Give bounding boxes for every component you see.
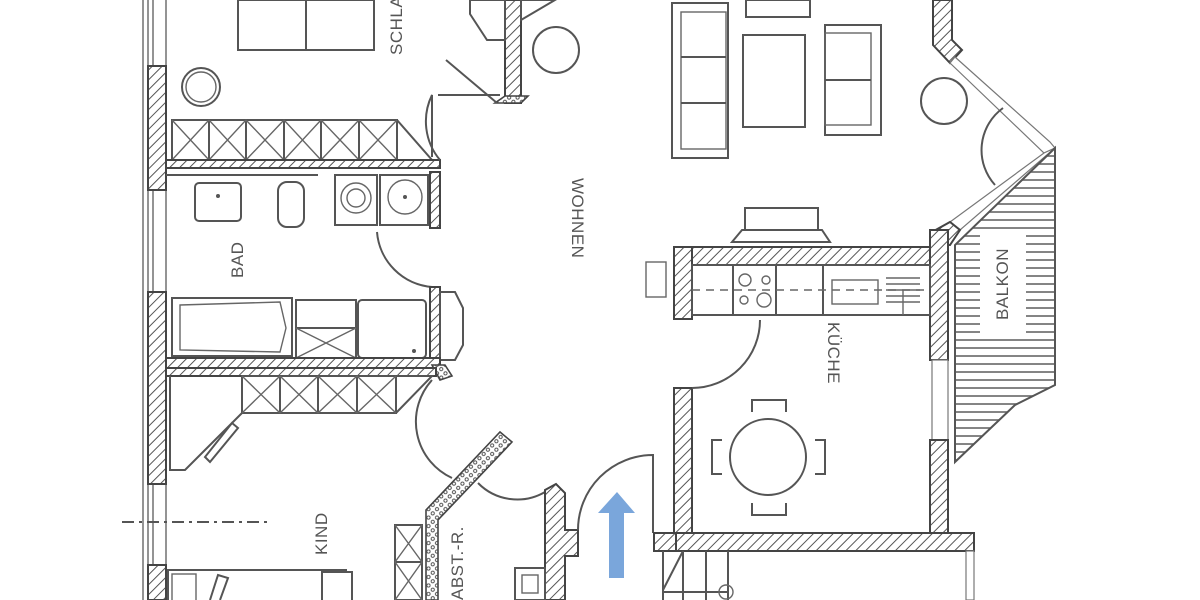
- wardrobe: [241, 375, 435, 414]
- plant-pot: [532, 26, 580, 74]
- toilet: [277, 181, 305, 228]
- chimney: [514, 567, 546, 600]
- door-abstellraum: [477, 482, 546, 501]
- shower: [357, 299, 427, 359]
- label-wohnen: WOHNEN: [568, 178, 587, 258]
- staircase: [662, 550, 975, 600]
- room-kind: KIND: [122, 367, 453, 600]
- left-exterior-wall: [142, 0, 167, 600]
- plant-pot: [920, 77, 968, 125]
- dining-table: [729, 418, 807, 496]
- radiator: [469, 0, 506, 41]
- door-balcony: [980, 107, 1004, 186]
- bay-window-wall: [931, 0, 1056, 246]
- label-balkon: BALKON: [993, 248, 1012, 320]
- light-switch: [645, 261, 667, 298]
- radiator: [439, 291, 464, 361]
- entrance: [577, 453, 677, 578]
- door-kueche: [691, 319, 761, 389]
- washbasin: [194, 182, 242, 222]
- coffee-table: [742, 34, 806, 128]
- fireplace: [729, 229, 832, 243]
- dryer: [379, 174, 429, 226]
- wardrobe: [171, 119, 435, 161]
- label-kind: KIND: [312, 512, 331, 555]
- label-schlafen: SCHLA: [387, 0, 406, 55]
- label-kueche: KÜCHE: [824, 322, 843, 384]
- plant-pot: [181, 67, 221, 107]
- entrance-door: [577, 453, 654, 533]
- door-schlafen: [424, 94, 441, 161]
- room-schlafen: SCHLA: [165, 0, 500, 169]
- sink: [831, 279, 879, 305]
- room-abstellraum: ABST.-R.: [425, 430, 579, 600]
- label-abstellraum: ABST.-R.: [448, 526, 467, 600]
- nightstand: [321, 571, 353, 600]
- room-wohnen: WOHNEN: [568, 0, 968, 258]
- armchair: [745, 0, 811, 18]
- door-bad: [376, 231, 433, 288]
- wall-hall-top: [445, 0, 580, 104]
- room-bad: BAD: [165, 171, 464, 381]
- drainboard: [886, 277, 920, 315]
- room-kueche: KÜCHE: [645, 207, 975, 552]
- bathtub: [171, 297, 293, 357]
- label-bad: BAD: [228, 242, 247, 278]
- stove-icon: [738, 273, 772, 308]
- entrance-arrow-icon: [598, 492, 635, 578]
- desk: [169, 376, 243, 471]
- door-kind: [414, 379, 453, 479]
- room-balkon: BALKON: [954, 145, 1056, 465]
- shelf: [394, 524, 423, 600]
